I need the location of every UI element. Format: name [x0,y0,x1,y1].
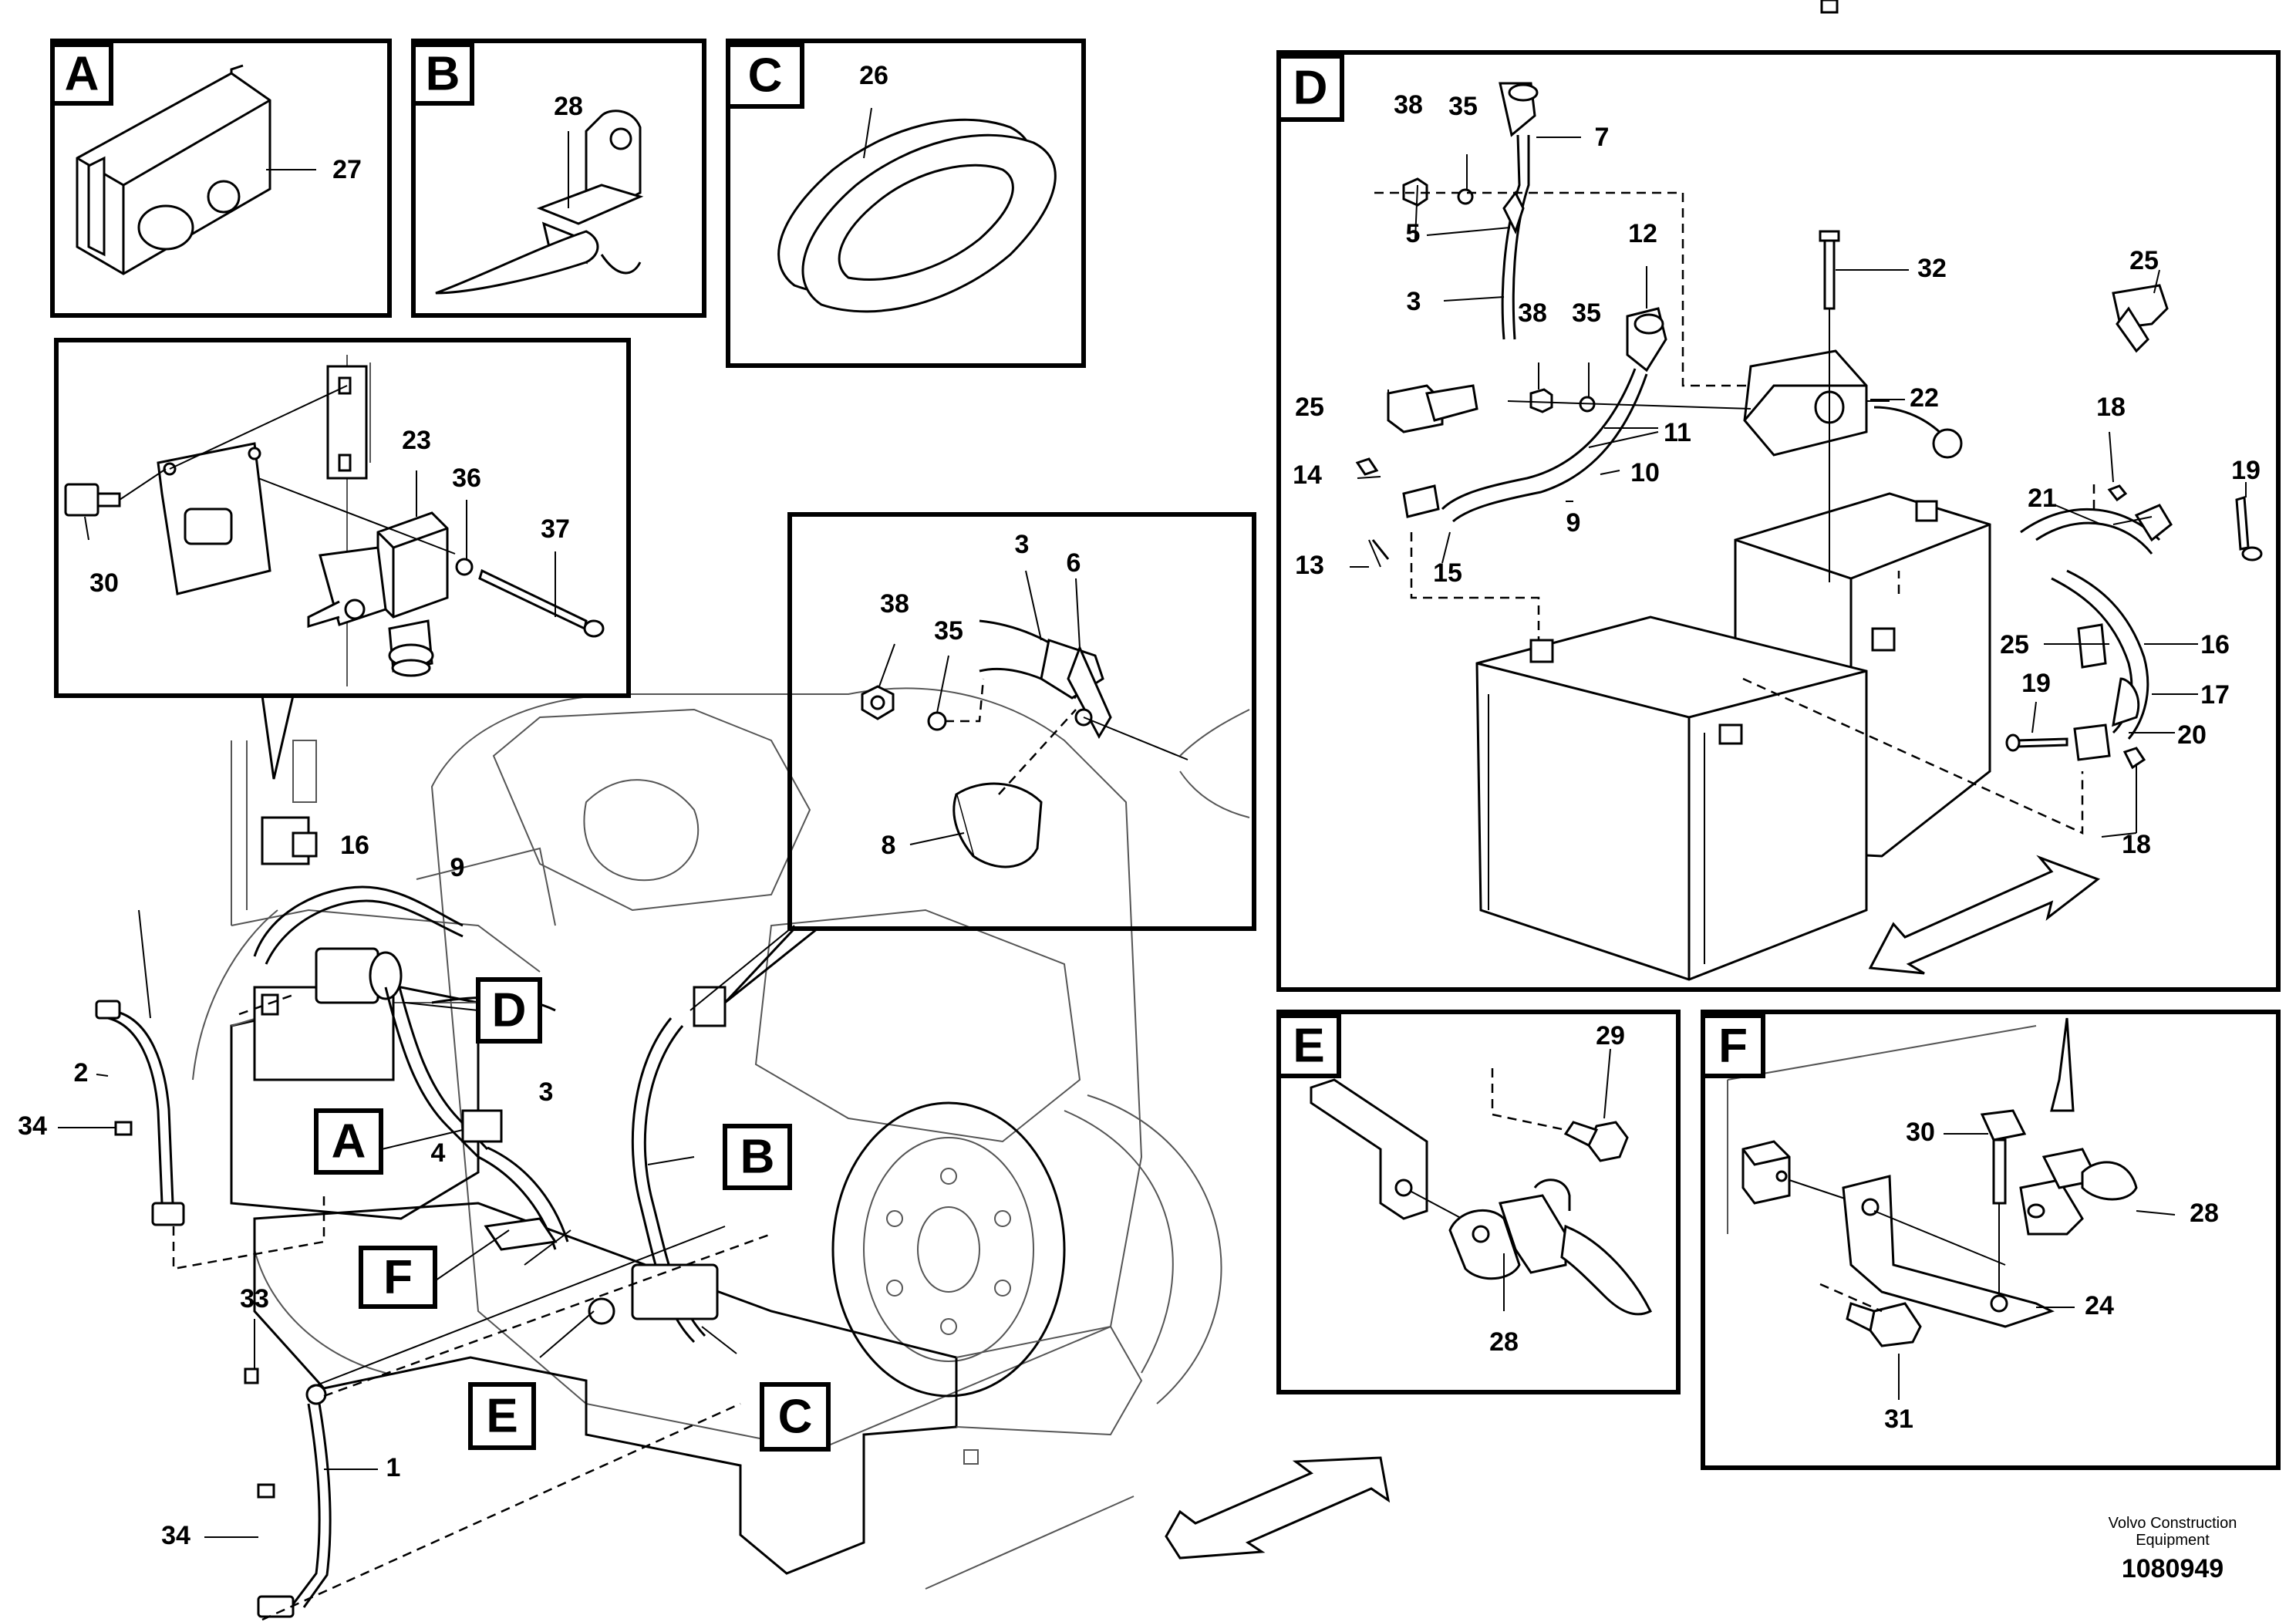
callout-2: 2 [74,1058,89,1088]
callout-16-d: 16 [2200,630,2230,659]
panel-c [726,39,1086,368]
marker-f: F [359,1246,437,1309]
svg-text:E: E [486,1390,518,1443]
machine-overview [95,687,1222,1621]
callout-36: 36 [452,464,481,493]
panel-label-a: A [50,42,113,106]
callout-5: 5 [1406,219,1421,248]
panel-f [1701,1010,2281,1470]
panel-relay-bracket [54,338,631,698]
direction-arrow [1165,1456,1391,1560]
callout-14: 14 [1293,460,1322,490]
callout-35: 35 [934,616,963,646]
panel-cable-clip [787,512,1256,931]
callout-7: 7 [1595,123,1610,152]
callout-33: 33 [240,1284,269,1313]
callout-6: 6 [1067,548,1081,578]
callout-38-d2: 38 [1518,298,1547,328]
svg-text:A: A [332,1115,366,1168]
svg-text:E: E [1293,1020,1324,1073]
callout-17: 17 [2200,680,2230,710]
callout-30-f: 30 [1906,1118,1935,1147]
relay-panel-pointer [261,695,295,780]
callout-30: 30 [89,568,119,598]
svg-text:D: D [1293,62,1328,115]
panel-label-c: C [726,42,804,109]
callout-16: 16 [340,831,369,860]
callout-34: 34 [18,1111,47,1141]
callout-32: 32 [1917,254,1947,283]
callout-28: 28 [554,92,583,121]
callout-31: 31 [1884,1404,1913,1434]
panel-b [411,39,706,318]
callout-26: 26 [859,61,888,90]
panel-label-b: B [411,42,474,106]
panel-e [1276,1010,1681,1394]
callout-38-d: 38 [1394,90,1423,120]
marker-e: E [468,1382,536,1450]
callout-18-d: 18 [2096,393,2126,422]
svg-text:F: F [1718,1020,1748,1073]
callout-15: 15 [1433,558,1462,588]
callout-13: 13 [1295,551,1324,580]
svg-text:C: C [748,49,783,103]
callout-3-d: 3 [1407,287,1421,316]
svg-text:B: B [426,48,460,101]
panel-label-e: E [1276,1013,1341,1078]
callout-9-d: 9 [1566,508,1581,538]
callout-12: 12 [1628,219,1657,248]
callout-3: 3 [1015,530,1030,559]
callout-21: 21 [2028,484,2057,513]
callout-29: 29 [1596,1021,1625,1050]
svg-text:F: F [383,1251,413,1304]
callout-34-lower: 34 [161,1521,190,1550]
svg-text:A: A [65,48,99,101]
marker-c: C [760,1382,831,1452]
callout-28-f: 28 [2190,1199,2219,1228]
clip-panel-pointer [723,927,818,1004]
panel-d [1276,0,2281,992]
svg-text:D: D [492,984,527,1037]
callout-38: 38 [880,589,909,619]
callout-37: 37 [541,514,570,544]
leader-2 [96,1074,109,1077]
callout-1: 1 [386,1453,401,1482]
marker-b: B [723,1124,792,1190]
callout-22: 22 [1910,383,1939,413]
callout-10: 10 [1630,458,1660,487]
callout-27: 27 [332,155,362,184]
callout-28-e: 28 [1489,1327,1519,1357]
panel-label-f: F [1701,1013,1765,1078]
callout-11: 11 [1664,418,1691,447]
panel-label-d: D [1276,54,1344,122]
callout-20: 20 [2177,720,2207,750]
callout-18-d-lower: 18 [2122,830,2151,859]
callout-35-d2: 35 [1572,298,1601,328]
callout-9: 9 [450,853,465,882]
callout-4: 4 [431,1138,446,1168]
callout-8: 8 [882,831,896,860]
svg-text:C: C [778,1391,813,1444]
marker-d: D [476,977,542,1044]
callout-19-d: 19 [2231,456,2261,485]
marker-a: A [314,1108,383,1175]
panel-a [50,39,392,318]
callout-25-d-left: 25 [1295,393,1324,422]
footer-company-line2: Equipment [2136,1532,2210,1549]
callout-25-d-lower: 25 [2000,630,2029,659]
callout-19-d-lower: 19 [2021,669,2051,698]
footer-company-line1: Volvo Construction [2109,1515,2237,1532]
callout-35-d: 35 [1448,92,1478,121]
callout-3-main: 3 [539,1077,554,1107]
callout-23: 23 [402,426,431,455]
drawing-number: 1080949 [2122,1554,2224,1583]
callout-24: 24 [2085,1291,2114,1320]
svg-text:B: B [740,1131,775,1184]
callout-25-d-right: 25 [2129,246,2159,275]
